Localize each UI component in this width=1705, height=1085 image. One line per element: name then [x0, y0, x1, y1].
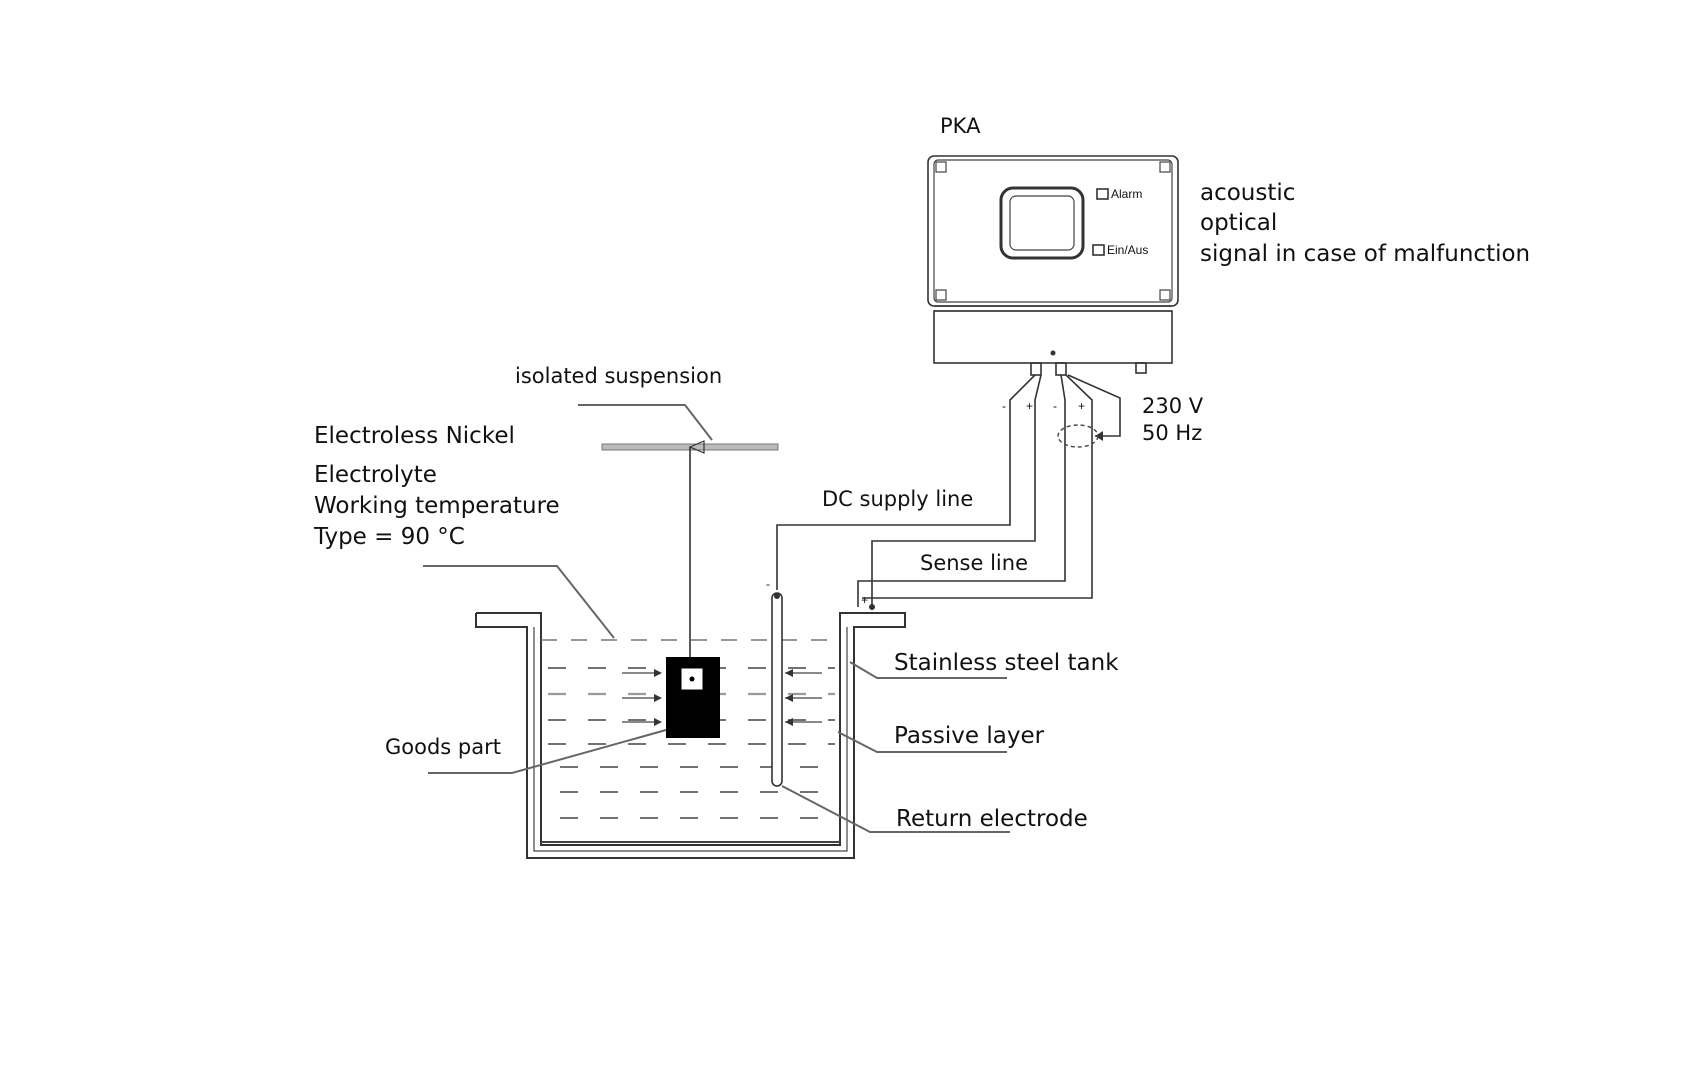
electrolyte-description: Electroless Nickel Electrolyte Working t… — [313, 423, 615, 639]
polarity-minus: - — [1002, 399, 1006, 413]
stainless-steel-tank-label: Stainless steel tank — [894, 650, 1119, 676]
return-electrode-leader — [781, 785, 1010, 833]
tank-passive-layer — [533, 627, 848, 852]
cable-shield — [1057, 424, 1099, 448]
signal-acoustic: acoustic — [1200, 180, 1295, 206]
passive-layer-label: Passive layer — [894, 723, 1045, 749]
suspension: isolated suspension — [515, 364, 779, 657]
signal-description: acoustic optical signal in case of malfu… — [1200, 180, 1530, 267]
mains-cable — [1067, 374, 1121, 437]
electrolyte-line3: Type = 90 °C — [313, 524, 465, 550]
electrolyte-line1: Electrolyte — [314, 462, 437, 488]
mains-supply: 230 V 50 Hz — [1067, 374, 1204, 445]
arrow-icon — [1095, 431, 1103, 441]
tank-terminal — [869, 604, 875, 610]
device-terminal-module — [933, 310, 1173, 364]
goods-part-leader — [428, 729, 667, 774]
dc-supply-cable-return — [871, 374, 1042, 607]
tank-labels: Stainless steel tank Passive layer Retur… — [385, 650, 1119, 833]
tank-wall — [475, 612, 906, 859]
polarity-plus: + — [861, 593, 868, 607]
dc-supply-line-label: DC supply line — [822, 487, 973, 511]
sense-line-label: Sense line — [920, 551, 1028, 575]
passive-layer-leader — [837, 731, 1007, 753]
arrow-icon — [654, 718, 662, 726]
mains-frequency: 50 Hz — [1142, 421, 1202, 445]
signal-malfunction: signal in case of malfunction — [1200, 241, 1530, 267]
connector-icon — [1135, 362, 1147, 374]
indicator-dot — [1050, 350, 1056, 356]
mains-voltage: 230 V — [1142, 394, 1204, 418]
polarity-plus: + — [1026, 399, 1033, 413]
cables: - + - + - + DC supply line Sense line — [766, 374, 1099, 607]
pka-device: PKA Alarm Ein/Aus — [927, 114, 1179, 376]
alarm-button[interactable] — [1096, 188, 1109, 200]
goods-part-label: Goods part — [385, 735, 501, 759]
stainless-steel-tank-leader — [849, 661, 1007, 679]
screw-icon — [1159, 289, 1171, 301]
electrolyte-line2: Working temperature — [314, 493, 560, 519]
polarity-plus: + — [1078, 399, 1085, 413]
power-button[interactable] — [1092, 244, 1105, 256]
device-housing — [927, 155, 1179, 307]
connector-icon — [1030, 362, 1042, 376]
screw-icon — [935, 161, 947, 173]
return-electrode-label: Return electrode — [896, 806, 1088, 832]
electrolyte-leader — [423, 565, 615, 639]
device-display — [999, 186, 1085, 260]
arrow-icon — [785, 669, 793, 677]
return-electrode — [771, 592, 783, 787]
dc-supply-cable — [776, 374, 1036, 590]
electrolyte-title: Electroless Nickel — [314, 423, 515, 449]
power-button-label: Ein/Aus — [1107, 243, 1148, 257]
device-display-screen — [1009, 195, 1075, 251]
polarity-minus: - — [1053, 399, 1057, 413]
signal-optical: optical — [1200, 210, 1277, 236]
screw-icon — [935, 289, 947, 301]
alarm-button-label: Alarm — [1111, 187, 1142, 201]
connector-icon — [1055, 362, 1067, 376]
arrow-icon — [654, 669, 662, 677]
current-flow-arrows — [622, 669, 822, 726]
electrode-terminal — [774, 593, 780, 599]
arrow-icon — [654, 694, 662, 702]
device-name: PKA — [940, 114, 981, 138]
sense-cable — [857, 374, 1066, 607]
stainless-steel-tank — [475, 592, 906, 859]
goods-part-contact — [689, 676, 695, 682]
isolated-suspension-leader — [578, 404, 713, 441]
insulator-icon — [688, 440, 705, 454]
electrolyte-liquid — [541, 667, 840, 843]
screw-icon — [1159, 161, 1171, 173]
arrow-icon — [785, 718, 793, 726]
device-housing-inner — [933, 159, 1173, 303]
sense-cable-return — [862, 374, 1093, 599]
arrow-icon — [785, 694, 793, 702]
isolated-suspension-label: isolated suspension — [515, 364, 722, 388]
polarity-minus: - — [766, 577, 770, 591]
